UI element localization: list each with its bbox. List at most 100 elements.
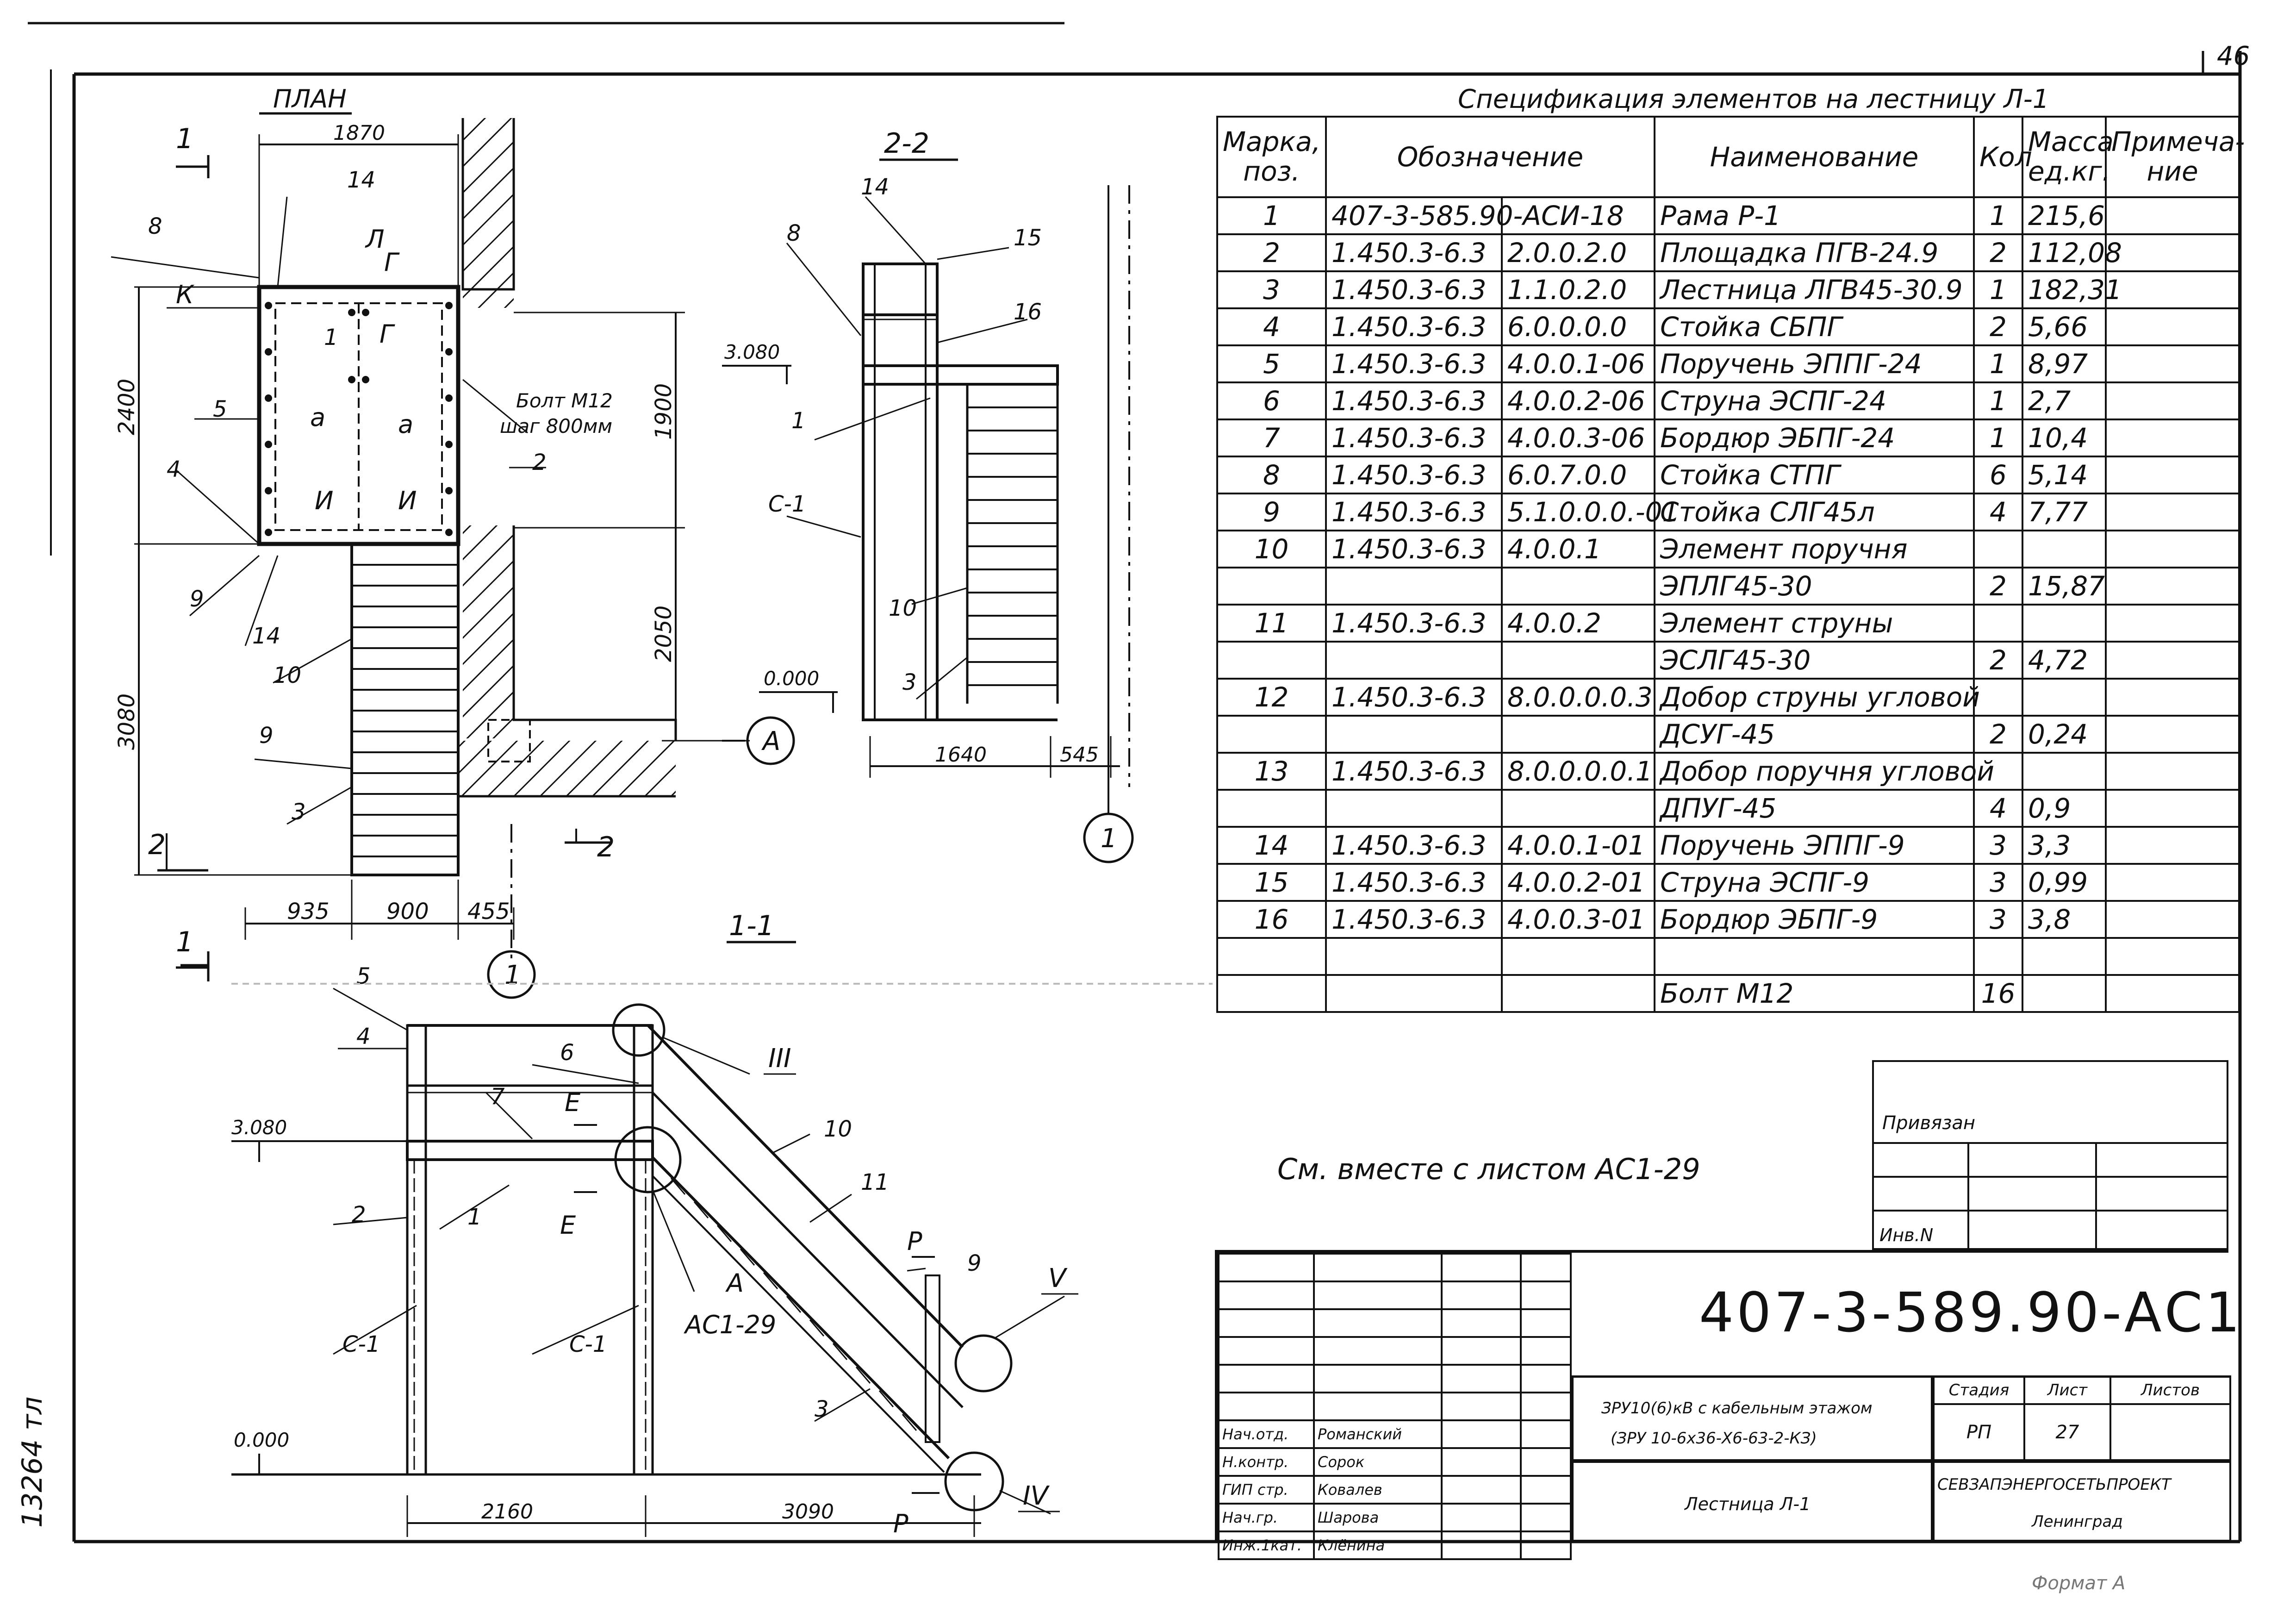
- spec-header-name: Наименование: [1654, 116, 1975, 198]
- spec-cell-mark: 15: [1216, 863, 1327, 902]
- spec-cell-note: [2105, 752, 2240, 791]
- stamp-drawing-cell: Лестница Л-1: [1572, 1461, 1933, 1542]
- spec-cell-qty: 1: [1973, 270, 2023, 309]
- spec-cell-mass: [2022, 752, 2107, 791]
- inventory-number: 13264 тл: [16, 1397, 49, 1528]
- spec-cell-mark: [1216, 974, 1327, 1013]
- plan-label-8: 8: [148, 213, 162, 239]
- spec-cell-mark: 6: [1216, 381, 1327, 420]
- section-1-1-labels: 1-1 3.080 0.000 2160 3090 5 4 6 7 Е Е 2 …: [176, 910, 1068, 1538]
- plan-cut-1: 1: [176, 123, 193, 155]
- section-1-1-title: 1-1: [729, 910, 774, 942]
- spec-cell-name: Поручень ЭППГ-9: [1654, 826, 1975, 865]
- spec-cell-note: [2105, 974, 2240, 1013]
- spec-cell-mass: 3,3: [2022, 826, 2107, 865]
- spec-cell-qty: 4: [1973, 789, 2023, 828]
- spec-cell-mass: 10,4: [2022, 418, 2107, 457]
- spec-cell-designation: 407-3-585.90-АСИ-18: [1325, 196, 1624, 235]
- spec-cell-mark: 1: [1216, 196, 1327, 235]
- plan-label-i: И: [315, 486, 333, 515]
- spec-cell-mark: 2: [1216, 233, 1327, 272]
- plan-cut-2: 2: [148, 829, 166, 861]
- plan-label-g2: Г: [380, 319, 395, 349]
- section-2-2-label-15: 15: [1014, 225, 1042, 251]
- spec-cell-designation: [1325, 567, 1503, 606]
- stamp-person-0: Романский: [1313, 1419, 1443, 1449]
- spec-cell-designation-code: 4.0.0.2: [1501, 604, 1655, 643]
- spec-cell-note: [2105, 233, 2240, 272]
- binding-label: Привязан: [1872, 1060, 2228, 1144]
- spec-cell-mass: 2,7: [2022, 381, 2107, 420]
- spec-cell-qty: 1: [1973, 418, 2023, 457]
- spec-cell-qty: [1973, 678, 2023, 717]
- spec-cell-mass: [2022, 678, 2107, 717]
- spec-cell-name: Стойка СБПГ: [1654, 307, 1975, 346]
- spec-cell-mass: 0,24: [2022, 715, 2107, 754]
- spec-cell-name: Бордюр ЭБПГ-24: [1654, 418, 1975, 457]
- section-2-2-label-8: 8: [787, 220, 801, 246]
- section-1-1-label-2: 2: [352, 1202, 366, 1228]
- spec-cell-name: Поручень ЭППГ-24: [1654, 344, 1975, 383]
- spec-cell-mark: [1216, 715, 1327, 754]
- stamp-person-4: Клёнина: [1313, 1530, 1443, 1560]
- stamp-stage: РП: [1933, 1403, 2025, 1461]
- title-block: Нач.отд.Романский Н.контр.Сорок ГИП стр.…: [1215, 1250, 2240, 1560]
- plan-labels: 2400 3080 1900 2050 935 900 455 Болт М12…: [114, 123, 780, 990]
- spec-cell-designation: 1.450.3-6.3: [1325, 900, 1503, 939]
- plan-dim-left-lower: 3080: [114, 693, 140, 750]
- spec-cell-mark: 4: [1216, 307, 1327, 346]
- stamp-sheet: 27: [2023, 1403, 2111, 1461]
- plan-label-a: а: [310, 403, 325, 432]
- stamp-person-3: Шарова: [1313, 1503, 1443, 1532]
- spec-cell-qty: [1973, 937, 2023, 976]
- spec-cell-designation: [1325, 974, 1503, 1013]
- spec-cell-mass: 8,97: [2022, 344, 2107, 383]
- binding-block: Привязан Инв.N: [1872, 1060, 2228, 1250]
- plan-label-14: 14: [347, 167, 375, 193]
- spec-cell-name: Бордюр ЭБПГ-9: [1654, 900, 1975, 939]
- section-1-1-label-v: V: [1048, 1263, 1068, 1293]
- spec-cell-note: [2105, 789, 2240, 828]
- plan-dim-bottom-b: 900: [386, 899, 429, 924]
- stamp-org: СЕВЗАПЭНЕРГОСЕТЬПРОЕКТ: [1937, 1475, 2171, 1494]
- section-2-2-label-c1: С-1: [768, 491, 806, 517]
- section-1-1-label-p: Р: [907, 1227, 922, 1256]
- spec-cell-name: Болт М12: [1654, 974, 1975, 1013]
- plan-label-g: Г: [384, 248, 400, 277]
- spec-cell-designation: 1.450.3-6.3: [1325, 307, 1503, 346]
- plan-label-14b: 14: [252, 623, 280, 649]
- section-1-1-label-7: 7: [491, 1084, 505, 1110]
- spec-cell-note: [2105, 826, 2240, 865]
- spec-cell-name: Стойка СТПГ: [1654, 456, 1975, 494]
- spec-cell-name: Рама Р-1: [1654, 196, 1975, 235]
- spec-cell-name: Струна ЭСПГ-9: [1654, 863, 1975, 902]
- spec-cell-designation-code: 4.0.0.2-06: [1501, 381, 1655, 420]
- spec-cell-designation: 1.450.3-6.3: [1325, 456, 1503, 494]
- plan-label-5: 5: [213, 396, 227, 422]
- spec-table: Марка, поз. Обозначение Наименование Кол…: [1216, 116, 2245, 1013]
- stamp-city: Ленинград: [2032, 1512, 2123, 1531]
- plan-bolt-label-1: Болт М12: [516, 389, 613, 412]
- spec-cell-mark: 8: [1216, 456, 1327, 494]
- plan-view: ПЛАН 1870: [111, 84, 795, 999]
- stamp-person-2: Ковалев: [1313, 1475, 1443, 1505]
- spec-cell-designation: 1.450.3-6.3: [1325, 826, 1503, 865]
- spec-cell-mass: 0,9: [2022, 789, 2107, 828]
- spec-cell-note: [2105, 863, 2240, 902]
- page-number: 46: [2217, 41, 2250, 71]
- spec-cell-designation: 1.450.3-6.3: [1325, 381, 1503, 420]
- plan-bolt-label-2: шаг 800мм: [500, 415, 612, 437]
- spec-cell-designation-code: 4.0.0.2-01: [1501, 863, 1655, 902]
- spec-cell-mass: 182,31: [2022, 270, 2122, 309]
- spec-cell-name: Добор поручня угловой: [1654, 752, 1994, 791]
- spec-cell-note: [2105, 456, 2240, 494]
- stamp-project-line1: ЗРУ10(6)кВ с кабельным этажом: [1601, 1399, 1873, 1418]
